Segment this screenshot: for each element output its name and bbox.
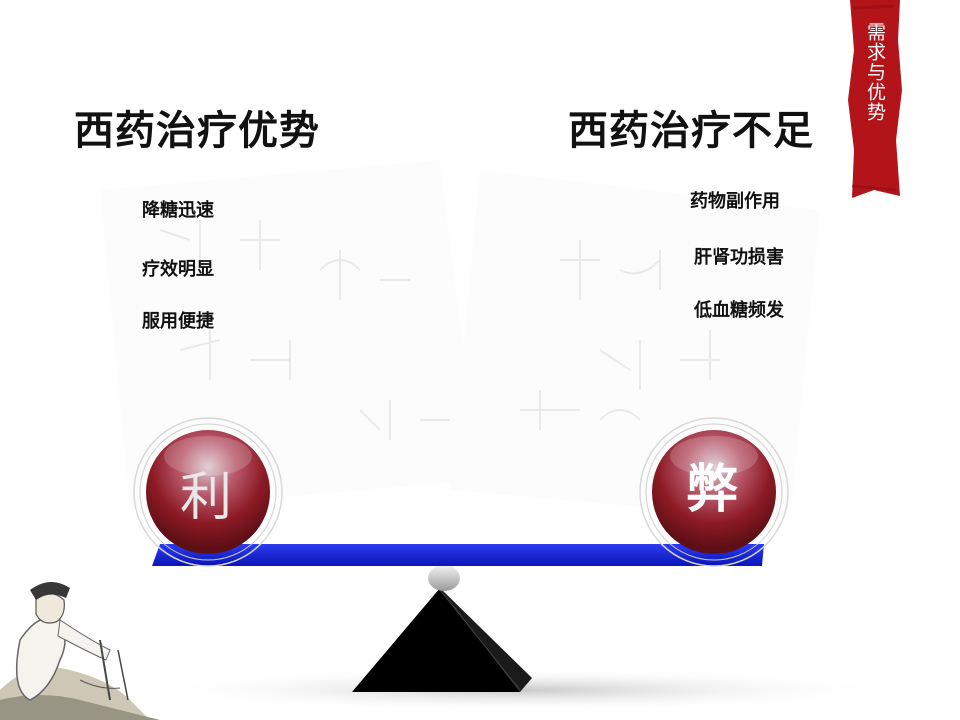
advantage-item: 疗效明显 (142, 259, 214, 280)
disadvantage-item: 肝肾功损害 (694, 247, 784, 268)
right-ball (639, 417, 789, 567)
fulcrum-triangle (352, 588, 532, 692)
advantages-title: 西药治疗优势 (74, 108, 320, 154)
cons-label: 弊 (685, 460, 738, 520)
scholar-figure-illustration (0, 581, 160, 720)
left-ball (133, 417, 283, 567)
pivot-cylinder (428, 565, 460, 591)
banner-text: 需求与优势 (864, 22, 886, 122)
advantage-item: 降糖迅速 (142, 200, 214, 221)
pros-label: 利 (179, 468, 232, 528)
balance-beam (152, 544, 764, 566)
disadvantages-title: 西药治疗不足 (568, 108, 814, 154)
disadvantage-item: 低血糖频发 (694, 300, 784, 321)
advantage-item: 服用便捷 (142, 311, 214, 332)
disadvantage-item: 药物副作用 (690, 191, 780, 212)
red-banner (848, 0, 902, 198)
